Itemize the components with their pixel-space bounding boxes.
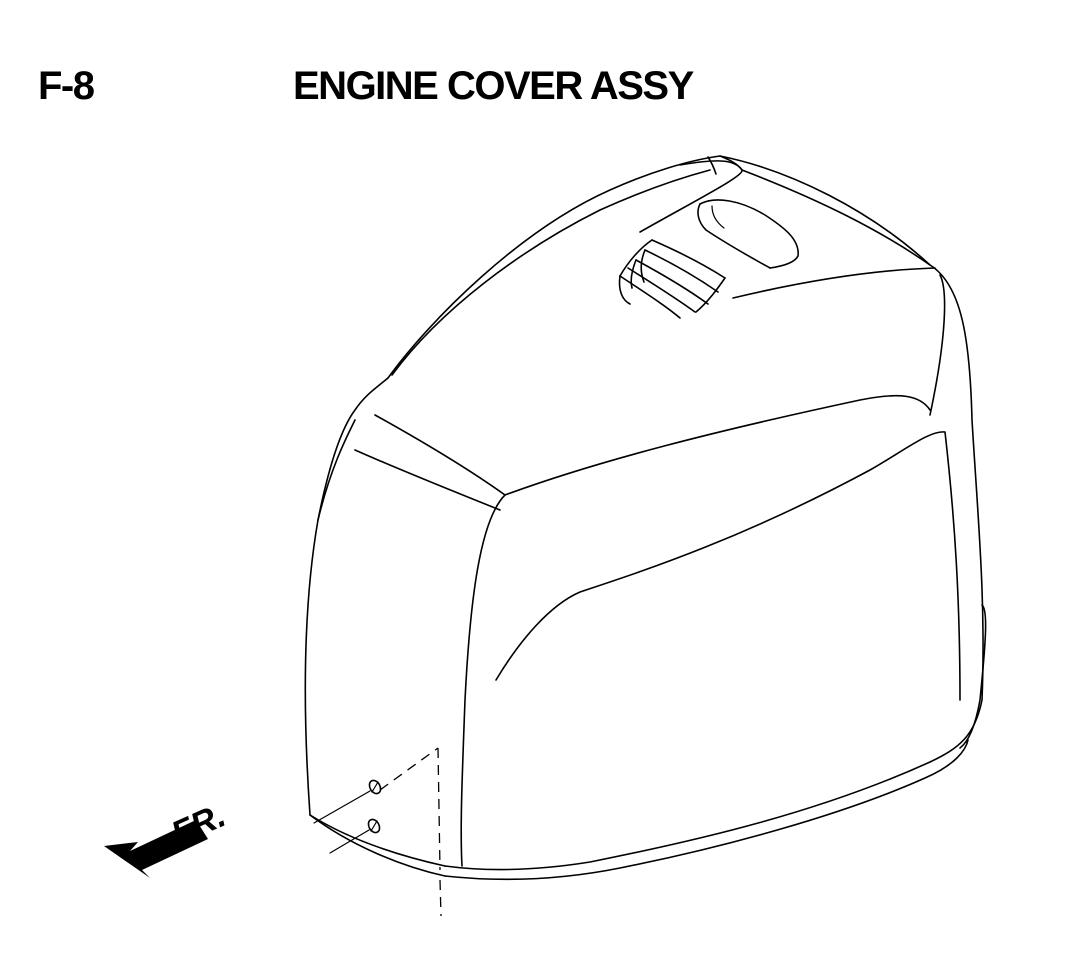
upper-body-lines [354, 267, 946, 511]
page-title: ENGINE COVER ASSY [293, 64, 694, 108]
air-intake-louvers [618, 239, 726, 319]
top-handle-recess [697, 199, 799, 269]
front-direction-indicator: FR. [104, 796, 231, 878]
bottom-rim [309, 604, 987, 881]
front-side-panel [317, 419, 961, 867]
cover-outline [304, 155, 984, 871]
hidden-lines [379, 747, 442, 917]
front-arrow-icon [104, 820, 208, 878]
cover-top-ridge [391, 155, 931, 376]
screw-holes [313, 779, 382, 854]
section-code: F-8 [38, 64, 95, 108]
